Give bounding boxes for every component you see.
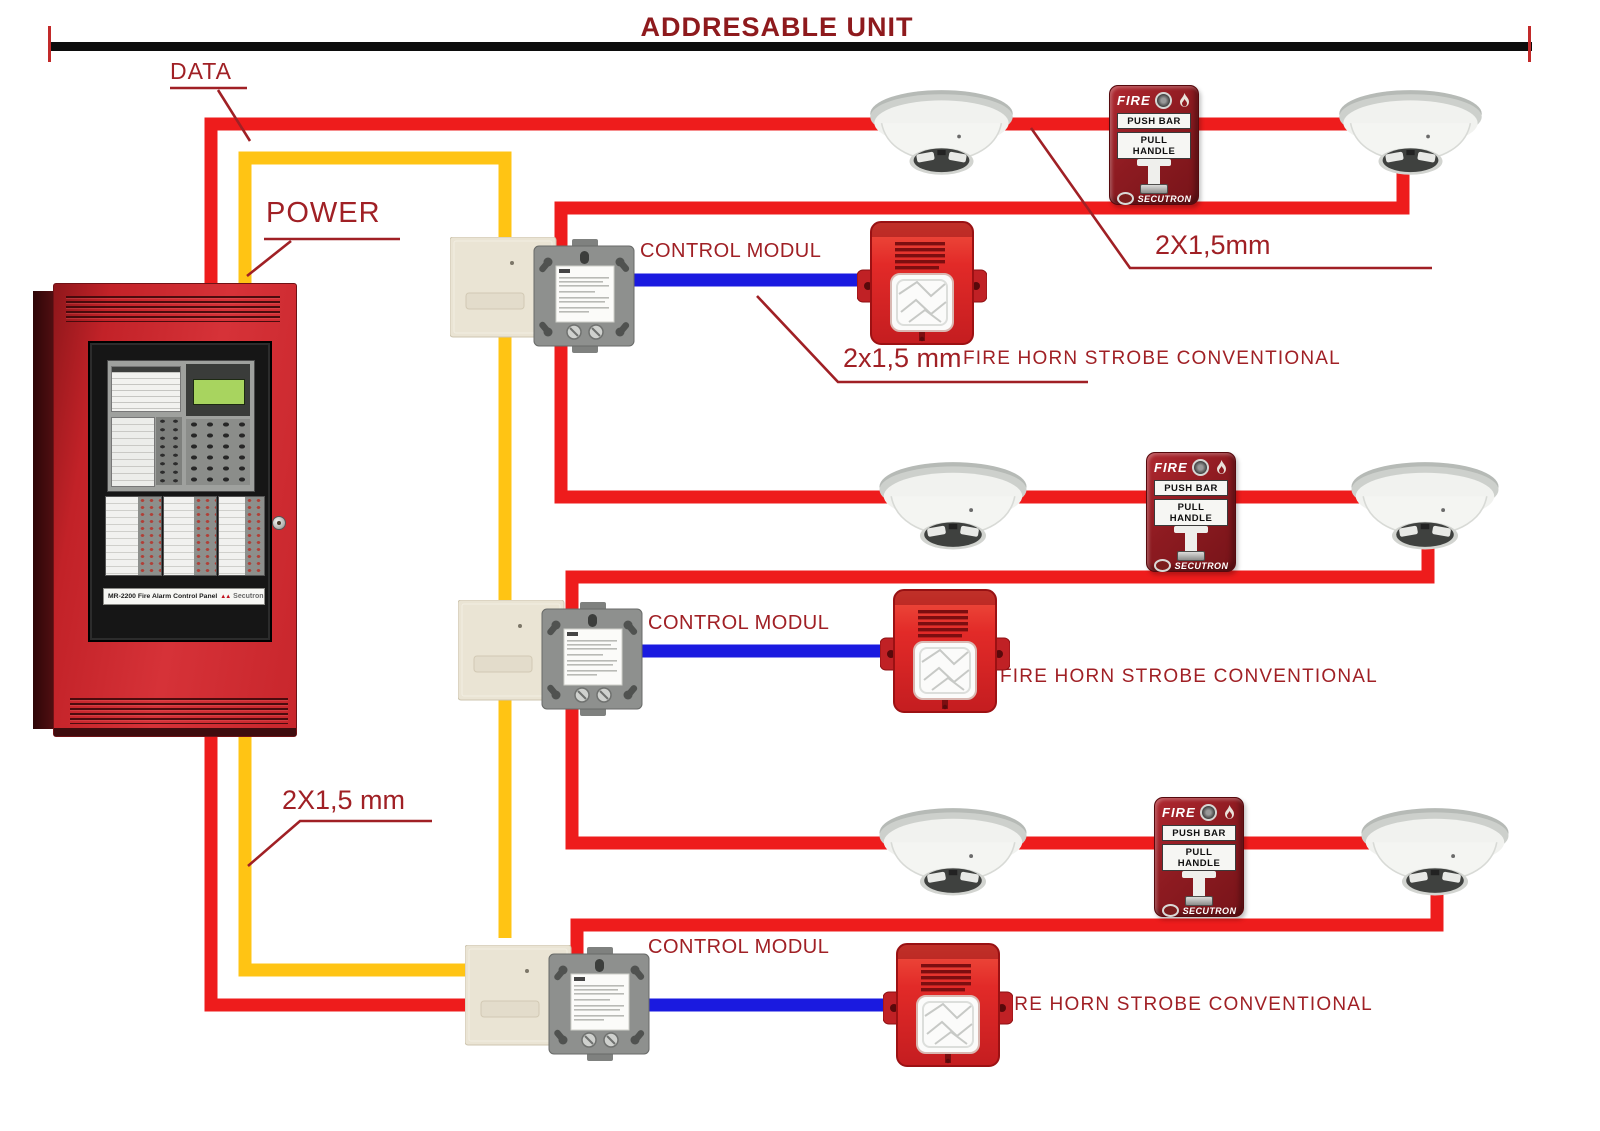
emblem-icon <box>1191 459 1209 476</box>
secutron-logo-icon: ▲▲ <box>220 593 231 600</box>
power-wire <box>238 151 512 977</box>
panel-louver-bottom <box>70 698 288 724</box>
push-bar-strip: PUSH BAR <box>1117 113 1191 129</box>
pull-station-2: FIRE PUSH BAR PULL HANDLE SECUTRON <box>1146 452 1236 572</box>
pull-station-1: FIRE PUSH BAR PULL HANDLE SECUTRON <box>1109 85 1199 205</box>
panel-front: MR-2200 Fire Alarm Control Panel ▲▲ Secu… <box>53 283 297 737</box>
wire-gauge-label-row1: 2x1,5 mm <box>843 343 962 373</box>
t-handle <box>1147 526 1235 561</box>
data-wire-label: DATA <box>170 58 232 84</box>
power-wire-label: POWER <box>266 197 381 229</box>
secutron-badge-icon <box>1153 559 1171 572</box>
emblem-icon <box>1154 92 1172 109</box>
horn-strobe-3 <box>883 943 1013 1067</box>
system-buttons <box>156 417 182 485</box>
flame-icon <box>1180 93 1189 107</box>
gauge-row1-leader <box>756 295 1088 384</box>
zone-label-strip-2 <box>163 496 217 576</box>
panel-model-text: MR-2200 Fire Alarm Control Panel <box>108 593 218 600</box>
pull-handle-strip: PULL HANDLE <box>1117 132 1191 159</box>
data-wire-row2-return <box>565 525 1438 850</box>
control-module-label-3: CONTROL MODUL <box>648 936 830 958</box>
fire-horn-label-2: FIRE HORN STROBE CONVENTIONAL <box>1000 666 1378 687</box>
lcd-display <box>193 379 245 405</box>
smoke-detector-2 <box>1338 89 1483 176</box>
diagram-title: ADDRESABLE UNIT <box>640 12 914 42</box>
flame-icon <box>1217 460 1226 474</box>
fire-horn-label-3: FIRE HORN STROBE CONVENTIONAL <box>995 994 1373 1015</box>
control-module-3 <box>465 945 650 1062</box>
gauge-bottom-left-leader <box>247 819 432 867</box>
control-module-2 <box>458 600 643 717</box>
pull-handle-strip: PULL HANDLE <box>1154 499 1228 526</box>
t-handle <box>1110 159 1198 194</box>
smoke-detector-1 <box>869 89 1014 176</box>
emblem-icon <box>1199 804 1217 821</box>
panel-display-module <box>107 360 255 492</box>
zone-label-strip-1 <box>105 496 162 576</box>
pull-handle-strip: PULL HANDLE <box>1162 844 1236 871</box>
instruction-card <box>111 366 181 412</box>
wire-gauge-label-bottom-left: 2X1,5 mm <box>282 785 406 815</box>
panel-label-bar: MR-2200 Fire Alarm Control Panel ▲▲ Secu… <box>103 588 265 605</box>
panel-bottom-edge <box>54 728 296 736</box>
fire-horn-label-1: FIRE HORN STROBE CONVENTIONAL <box>963 348 1341 369</box>
horn-strobe-2 <box>880 589 1010 713</box>
pull-station-fire-text: FIRE <box>1162 805 1196 820</box>
data-leader-line <box>216 89 252 142</box>
fire-alarm-control-panel: MR-2200 Fire Alarm Control Panel ▲▲ Secu… <box>33 283 297 737</box>
smoke-detector-6 <box>1360 807 1510 897</box>
control-module-1 <box>450 237 635 354</box>
panel-louver-top <box>66 296 280 322</box>
zone-list <box>111 417 155 487</box>
panel-brand-text: Secutron <box>233 593 264 600</box>
flame-icon <box>1225 805 1234 819</box>
dimension-line <box>50 42 1532 51</box>
push-bar-strip: PUSH BAR <box>1154 480 1228 496</box>
dimension-tick-left <box>48 26 51 62</box>
smoke-detector-3 <box>878 461 1028 551</box>
smoke-detector-4 <box>1350 461 1500 551</box>
lcd-surround <box>186 364 250 416</box>
keypad <box>186 419 250 485</box>
door-lock-keyhole <box>272 516 286 530</box>
power-leader-line <box>246 239 292 278</box>
pull-station-fire-text: FIRE <box>1154 460 1188 475</box>
pull-station-brand: SECUTRON <box>1137 193 1192 204</box>
control-module-label-2: CONTROL MODUL <box>648 612 830 634</box>
wire-gauge-label-top-right: 2X1,5mm <box>1155 230 1271 260</box>
horn-strobe-1 <box>857 221 987 345</box>
secutron-badge-icon <box>1116 192 1134 205</box>
panel-door: MR-2200 Fire Alarm Control Panel ▲▲ Secu… <box>88 341 272 642</box>
zone-label-strip-3 <box>218 496 265 576</box>
dimension-tick-right <box>1528 26 1531 62</box>
smoke-detector-5 <box>878 807 1028 897</box>
pull-station-3: FIRE PUSH BAR PULL HANDLE SECUTRON <box>1154 797 1244 917</box>
t-handle <box>1155 871 1243 906</box>
data-wire-row1-return <box>554 155 1430 504</box>
gauge-top-right-leader <box>1029 127 1432 270</box>
secutron-badge-icon <box>1161 904 1179 917</box>
pull-station-brand: SECUTRON <box>1182 905 1237 916</box>
control-module-label-1: CONTROL MODUL <box>640 240 822 262</box>
pull-station-fire-text: FIRE <box>1117 93 1151 108</box>
push-bar-strip: PUSH BAR <box>1162 825 1236 841</box>
pull-station-brand: SECUTRON <box>1174 560 1229 571</box>
